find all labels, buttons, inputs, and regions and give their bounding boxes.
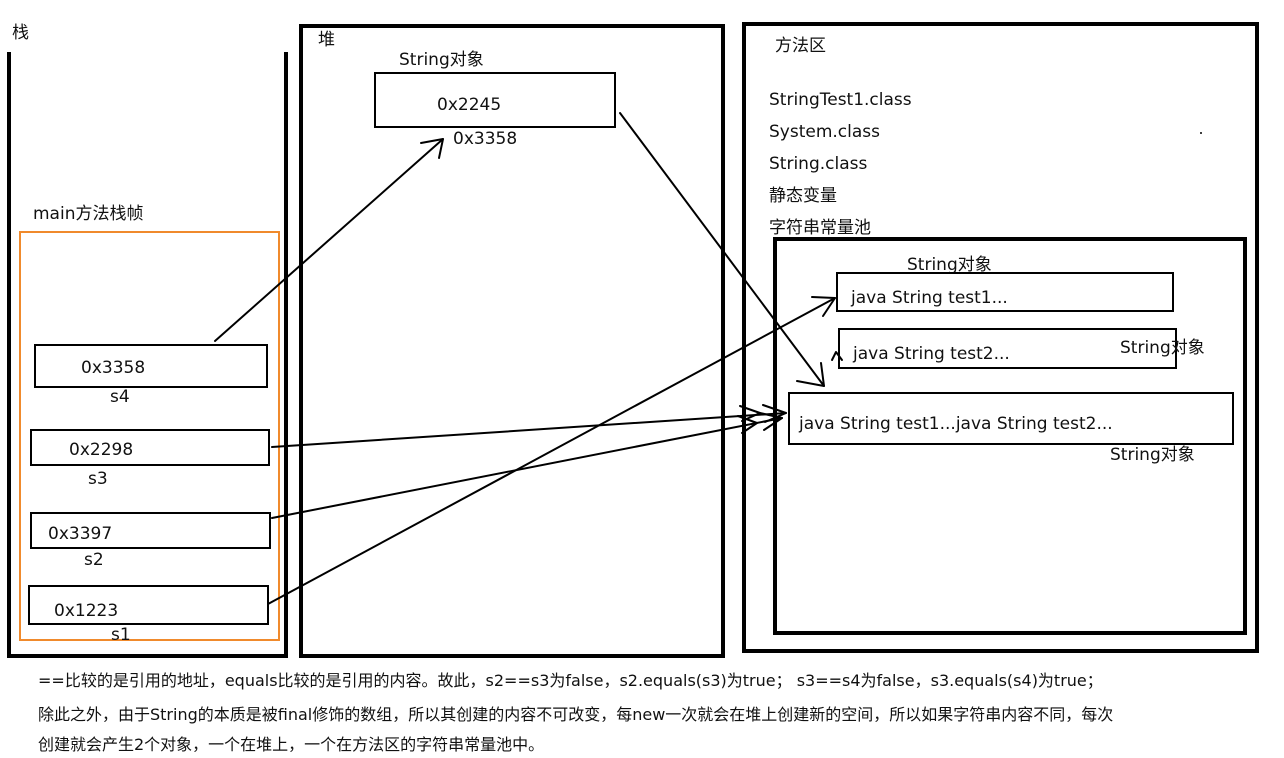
main-stack-frame bbox=[19, 231, 280, 641]
stack-var-s1-value: 0x1223 bbox=[54, 601, 119, 621]
pool-object-1-text: java String test1... bbox=[851, 288, 1008, 308]
method-area-item: System.class bbox=[769, 122, 880, 142]
note-line-3: 创建就会产生2个对象，一个在堆上，一个在方法区的字符串常量池中。 bbox=[38, 735, 545, 754]
stack-title: 栈 bbox=[12, 23, 29, 43]
arrow-s3-to-pool-object-3 bbox=[271, 404, 787, 448]
stack-var-s3: 0x2298 bbox=[30, 429, 270, 466]
method-area-item: StringTest1.class bbox=[769, 90, 912, 110]
note-line-2: 除此之外，由于String的本质是被final修饰的数组，所以其创建的内容不可改… bbox=[38, 705, 1114, 724]
method-area-item: String.class bbox=[769, 154, 868, 174]
pool-object-2-label: String对象 bbox=[1120, 338, 1205, 358]
heap-object-label: String对象 bbox=[399, 50, 484, 70]
string-constant-pool-label: 字符串常量池 bbox=[769, 218, 871, 238]
arrow-to-pool-object-2 bbox=[831, 351, 843, 361]
stack-var-s2: 0x3397 bbox=[30, 512, 271, 549]
stack-var-s4-name: s4 bbox=[110, 387, 130, 407]
stray-dot bbox=[1200, 132, 1202, 134]
stack-var-s3-value: 0x2298 bbox=[69, 440, 134, 460]
method-area-item: 静态变量 bbox=[769, 186, 837, 206]
string-constant-pool bbox=[773, 237, 1247, 635]
pool-object-1: java String test1... bbox=[836, 272, 1174, 312]
stack-var-s4-value: 0x3358 bbox=[81, 358, 146, 378]
arrow-heap-to-pool-object-3 bbox=[619, 112, 825, 387]
stack-var-s3-name: s3 bbox=[88, 469, 108, 489]
stack-var-s4: 0x3358 bbox=[34, 344, 268, 388]
pool-object-1-label: String对象 bbox=[907, 255, 992, 275]
stack-var-s1: 0x1223 bbox=[28, 585, 269, 625]
pool-object-3-label: String对象 bbox=[1110, 445, 1195, 465]
method-area-title: 方法区 bbox=[775, 36, 826, 56]
stack-var-s2-value: 0x3397 bbox=[48, 524, 113, 544]
stack-bottom-wall bbox=[7, 654, 288, 658]
stack-var-s1-name: s1 bbox=[111, 625, 131, 645]
heap-object-value: 0x2245 bbox=[437, 95, 502, 115]
main-frame-label: main方法栈帧 bbox=[33, 204, 144, 224]
stack-var-s2-name: s2 bbox=[84, 550, 104, 570]
heap-title: 堆 bbox=[318, 30, 335, 50]
stack-left-wall bbox=[7, 52, 11, 658]
stack-right-wall bbox=[284, 52, 288, 658]
pool-object-3-text: java String test1...java String test2... bbox=[799, 414, 1113, 434]
pool-object-2-text: java String test2... bbox=[853, 344, 1010, 364]
pool-object-3: java String test1...java String test2... bbox=[788, 392, 1234, 445]
heap-object-address: 0x3358 bbox=[453, 129, 518, 149]
pool-object-2: java String test2... bbox=[838, 328, 1177, 369]
heap-string-object: 0x2245 bbox=[374, 72, 616, 128]
heap-panel bbox=[299, 24, 725, 658]
arrow-s4-to-heap-object bbox=[214, 138, 444, 342]
arrow-s1-to-pool-object-1 bbox=[267, 296, 836, 605]
method-area-panel bbox=[742, 22, 1259, 653]
arrow-s2-to-pool-object-3 bbox=[271, 412, 783, 519]
note-line-1: ==比较的是引用的地址，equals比较的是引用的内容。故此，s2==s3为fa… bbox=[38, 671, 1103, 690]
